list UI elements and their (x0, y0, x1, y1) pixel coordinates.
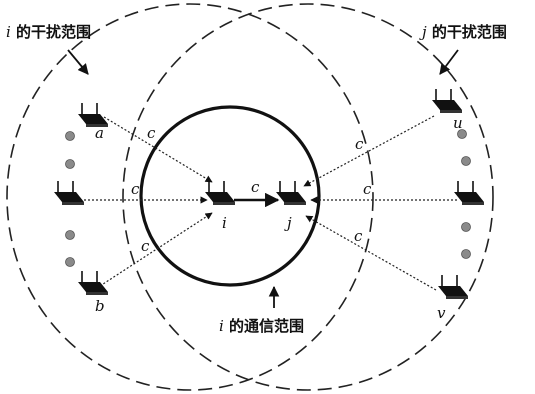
router-u-icon (431, 88, 463, 114)
i-interference-circle (6, 3, 374, 391)
router-left-icon (53, 180, 85, 206)
link-v-j (305, 215, 437, 291)
right-dot (461, 222, 471, 232)
link-u-j (303, 115, 435, 187)
i-communication-caption: i 的通信范围 (219, 317, 304, 335)
j-interference-pointer (439, 49, 459, 75)
j-interference-caption: j 的干扰范围 (419, 23, 507, 41)
node-label-j: j (284, 214, 292, 232)
link-label-c: c (355, 135, 364, 153)
link-label-c: c (363, 180, 372, 198)
link-label-c: c (141, 237, 150, 255)
router-v-icon (437, 274, 469, 300)
left-dot (65, 257, 75, 267)
i-interference-caption: i 的干扰范围 (6, 23, 91, 41)
node-label-i: i (222, 214, 227, 232)
router-i-icon (204, 180, 236, 206)
link-label-c: c (354, 227, 363, 245)
left-dot (65, 131, 75, 141)
node-label-a: a (95, 124, 104, 142)
node-label-b: b (95, 297, 105, 315)
link-a-i (103, 116, 213, 183)
link-b-i (99, 212, 213, 287)
i-communication-circle (139, 105, 321, 287)
left-dot (65, 230, 75, 240)
link-label-c: c (131, 180, 140, 198)
link-label-c: c (147, 124, 156, 142)
right-dot (457, 129, 467, 139)
router-right-icon (453, 180, 485, 206)
link-label-c: c (251, 178, 260, 196)
router-j-icon (275, 180, 307, 206)
i-interference-pointer (67, 49, 89, 75)
node-label-u: u (453, 114, 463, 132)
j-interference-circle (122, 3, 494, 391)
node-label-v: v (437, 304, 446, 322)
right-dot (461, 249, 471, 259)
right-dot (461, 156, 471, 166)
router-b-icon (77, 270, 109, 296)
left-dot (65, 159, 75, 169)
